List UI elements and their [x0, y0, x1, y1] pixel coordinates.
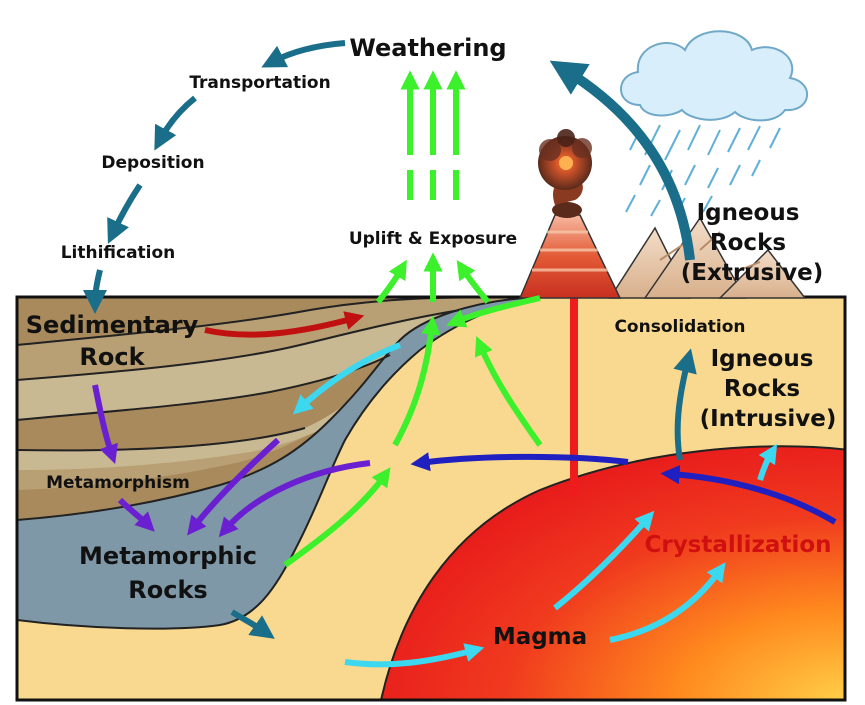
magma-dike [570, 297, 578, 497]
label-metamorphism: Metamorphism [46, 473, 190, 493]
label-transportation: Transportation [189, 73, 330, 93]
uplift-arrows [283, 70, 543, 568]
mountains [608, 216, 807, 299]
arrow-intrusive-up [673, 348, 697, 461]
label-igneous-intrusive-3: (Intrusive) [700, 406, 837, 432]
cyan-arrows [292, 342, 778, 668]
arrow-weathering-to-transportation [261, 40, 346, 68]
label-deposition: Deposition [101, 153, 204, 173]
label-crystallization: Crystallization [644, 532, 831, 558]
arrow-transportation-to-deposition [154, 95, 197, 151]
label-sedimentary-rock-1: Sedimentary [26, 311, 199, 339]
metamorphic-layer [17, 297, 540, 629]
arrow-deposition-to-lithification [107, 183, 143, 244]
label-weathering: Weathering [349, 34, 506, 62]
layer-line-4 [17, 427, 306, 452]
cycle-arrows [83, 40, 697, 639]
label-igneous-intrusive-2: Rocks [724, 376, 800, 402]
label-consolidation: Consolidation [614, 317, 745, 337]
label-metamorphic-rocks-2: Rocks [128, 576, 207, 604]
label-igneous-extrusive-3: (Extrusive) [681, 260, 823, 286]
label-metamorphic-rocks-1: Metamorphic [79, 542, 257, 570]
layer-line-2 [17, 309, 461, 381]
rain-cloud [620, 30, 808, 217]
labels: Weathering Transportation Deposition Lit… [26, 34, 837, 650]
label-igneous-extrusive-1: Igneous [697, 200, 800, 226]
arrow-sedimentary-surface [204, 311, 365, 338]
arrow-metamorphic-to-magma [230, 609, 275, 639]
label-lithification: Lithification [61, 243, 176, 263]
volcano [518, 129, 622, 299]
metamorphism-arrows [92, 384, 371, 538]
label-magma: Magma [493, 624, 587, 650]
label-igneous-intrusive-1: Igneous [711, 346, 814, 372]
label-sedimentary-rock-2: Rock [79, 343, 145, 371]
cross-section [17, 297, 845, 700]
arrow-lithification-to-sedimentary [83, 269, 108, 314]
arrow-extrusive-to-weathering [549, 60, 695, 261]
label-uplift-exposure: Uplift & Exposure [349, 229, 517, 249]
magma-body [380, 445, 845, 700]
flow-arrows [410, 452, 837, 525]
label-igneous-extrusive-2: Rocks [710, 230, 786, 256]
